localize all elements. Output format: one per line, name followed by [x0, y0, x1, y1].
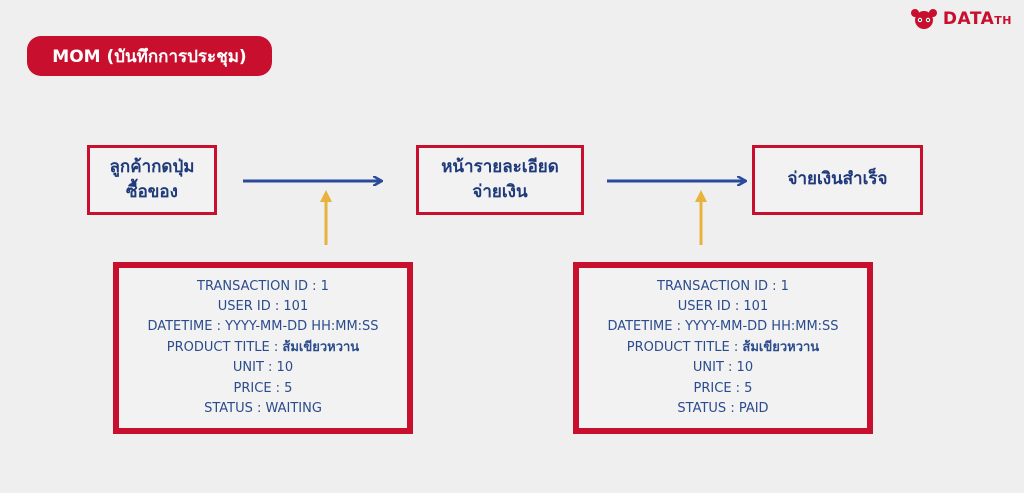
record-unit: UNIT : 10 [232, 360, 294, 376]
step-label: หน้ารายละเอียด จ่ายเงิน [441, 156, 559, 203]
step-label: จ่ายเงินสำเร็จ [787, 169, 888, 190]
record-product-title: PRODUCT TITLE : ส้มเขียวหวาน [626, 339, 820, 355]
page-title-badge: MOM (บันทึกการประชุม) [27, 36, 272, 76]
record-product-title: PRODUCT TITLE : ส้มเขียวหวาน [166, 339, 360, 355]
step-payment-details-page: หน้ารายละเอียด จ่ายเงิน [416, 145, 584, 215]
record-transaction-id: TRANSACTION ID : 1 [657, 278, 789, 294]
record-user-id: USER ID : 101 [677, 298, 769, 314]
record-price: PRICE : 5 [693, 380, 753, 396]
logo-wordmark: DATATH [942, 9, 1012, 29]
record-unit: UNIT : 10 [692, 360, 754, 376]
step-payment-success: จ่ายเงินสำเร็จ [752, 145, 923, 215]
record-datetime: DATETIME : YYYY-MM-DD HH:MM:SS [607, 319, 839, 335]
record-status: STATUS : WAITING [204, 401, 322, 417]
record-transaction-id: TRANSACTION ID : 1 [197, 278, 329, 294]
logo-mascot-icon [910, 9, 937, 29]
record-user-id: USER ID : 101 [217, 298, 309, 314]
step-customer-click-buy: ลูกค้ากดปุ่ม ซื้อของ [87, 145, 217, 215]
record-price: PRICE : 5 [233, 380, 293, 396]
transaction-record-waiting: TRANSACTION ID : 1 USER ID : 101 DATETIM… [113, 262, 413, 434]
record-datetime: DATETIME : YYYY-MM-DD HH:MM:SS [147, 319, 379, 335]
datath-logo: DATATH [909, 8, 1012, 30]
transaction-record-paid: TRANSACTION ID : 1 USER ID : 101 DATETIM… [573, 262, 873, 434]
record-status: STATUS : PAID [677, 401, 769, 417]
page-title: MOM (บันทึกการประชุม) [52, 46, 247, 67]
step-label: ลูกค้ากดปุ่ม ซื้อของ [109, 156, 195, 203]
